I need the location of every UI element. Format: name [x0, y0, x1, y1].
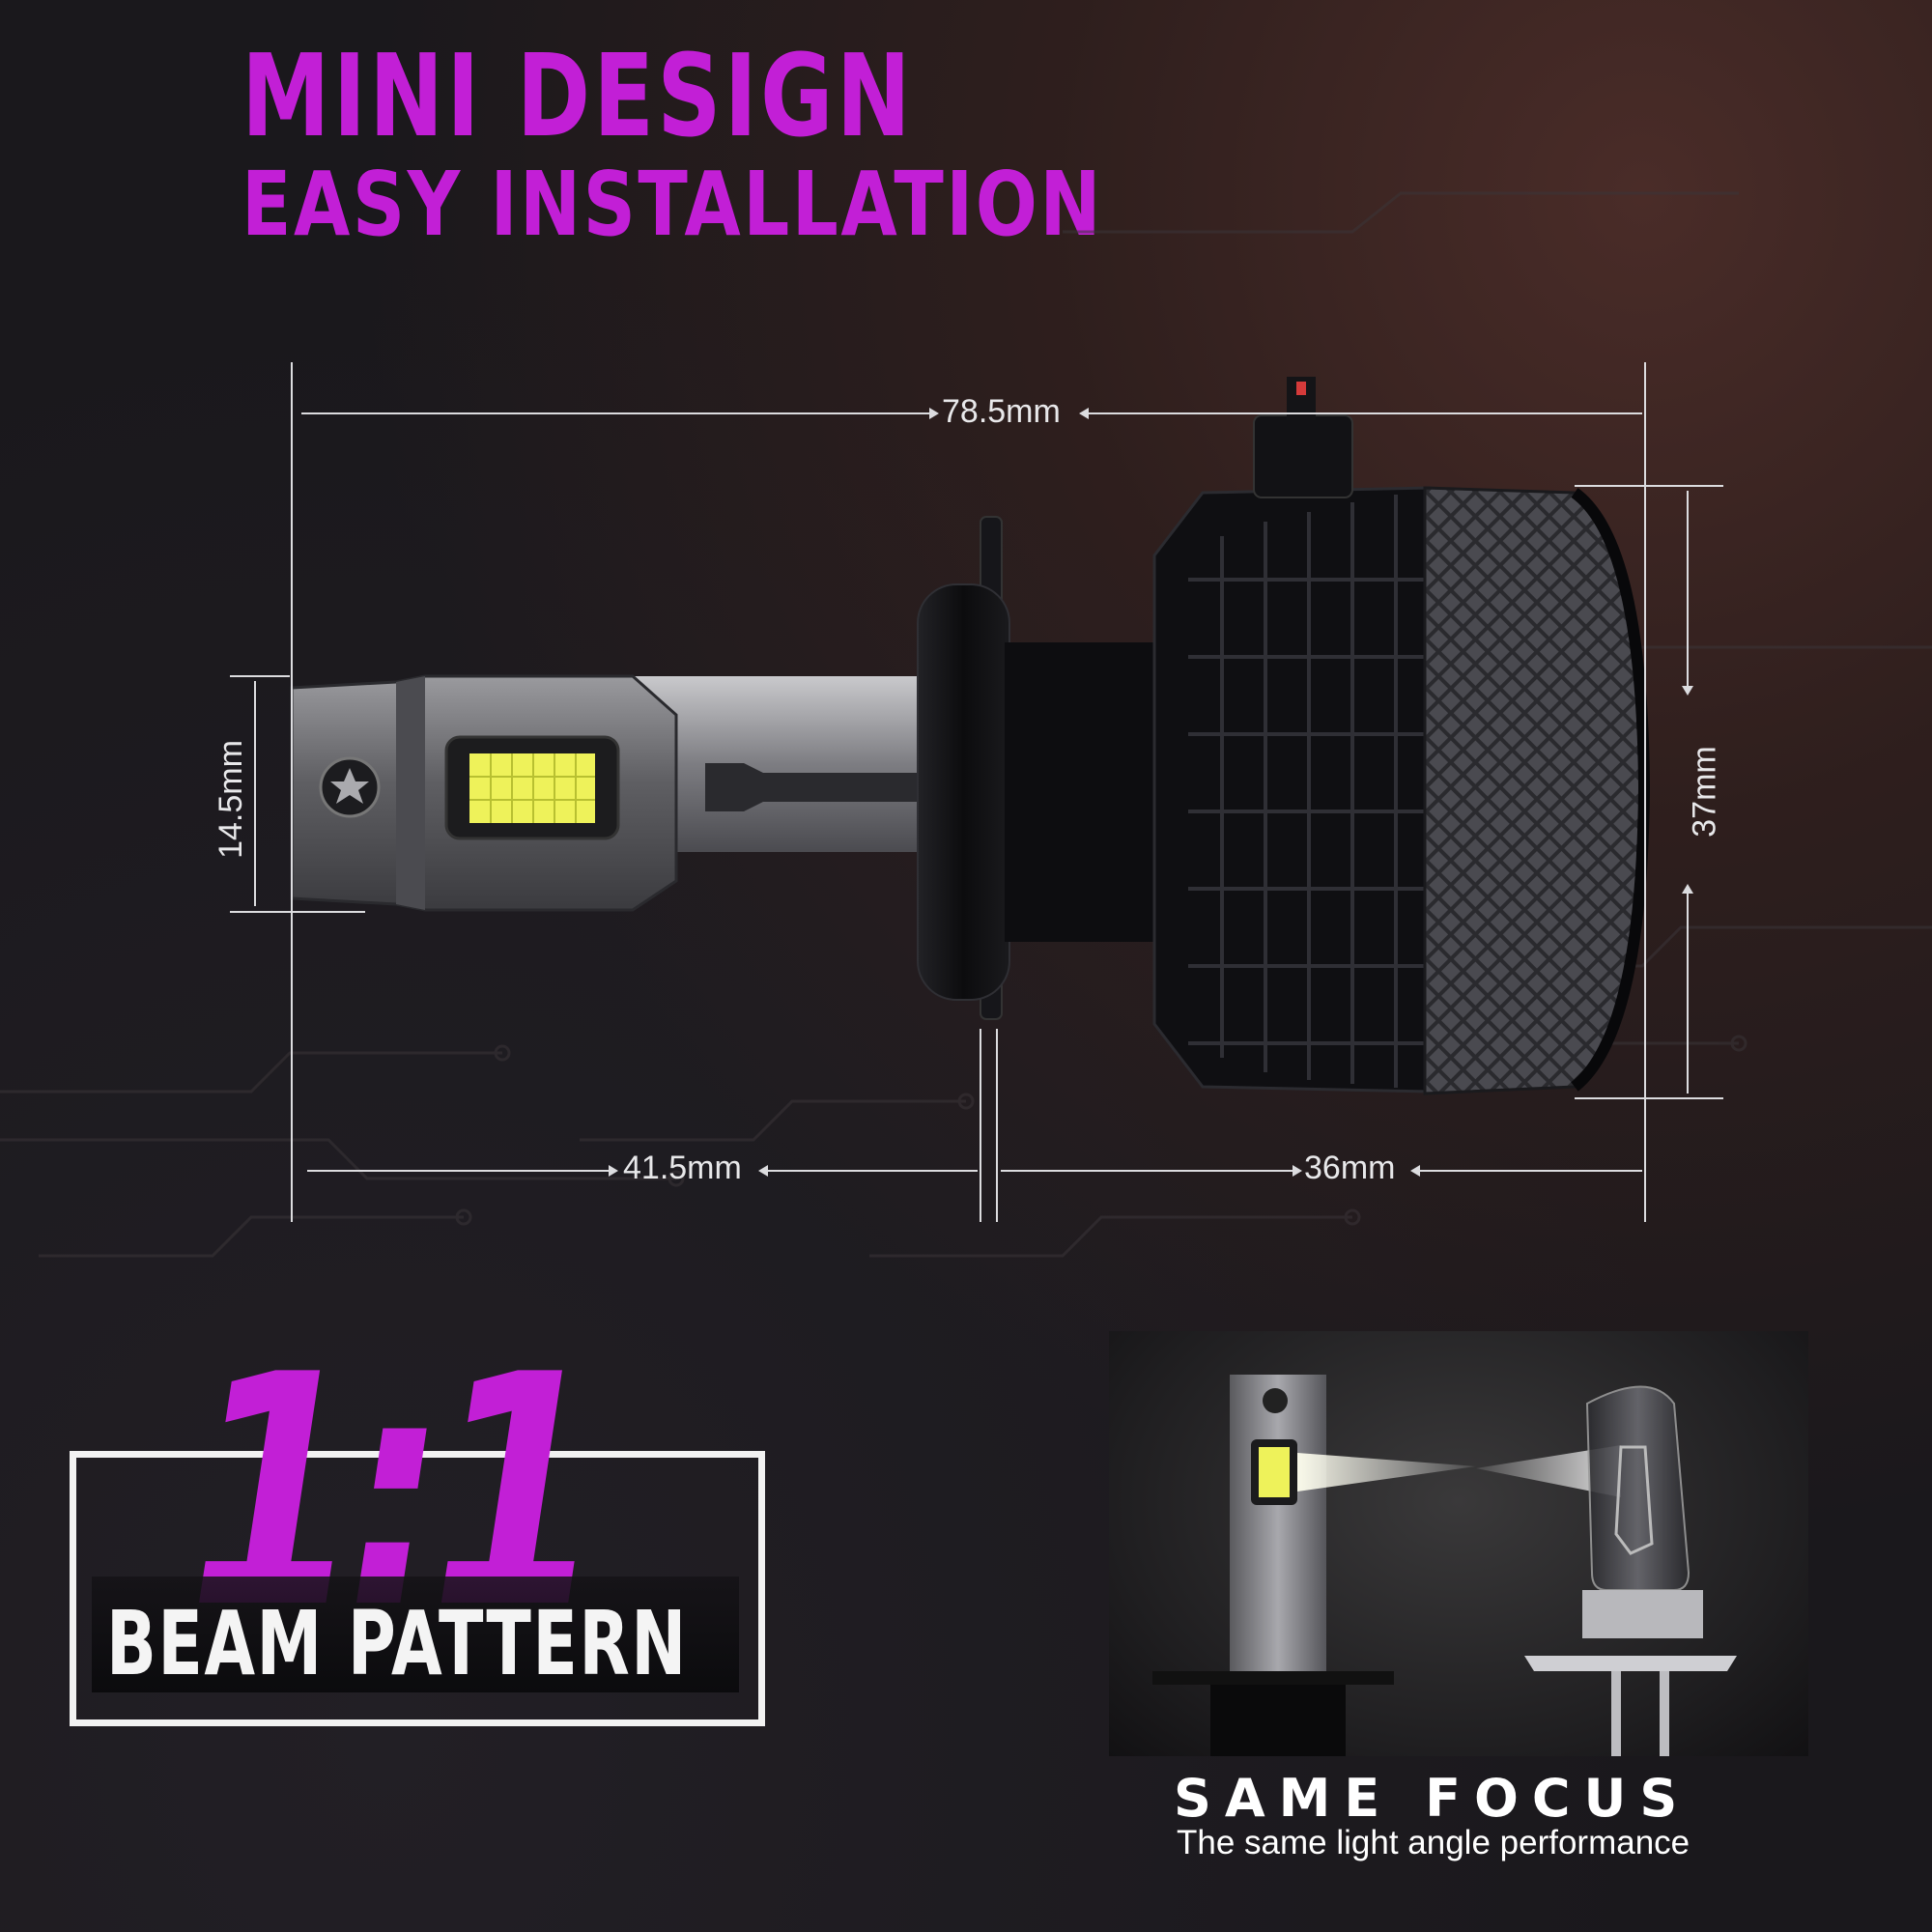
connector — [1253, 414, 1353, 498]
dim-overall-length: 78.5mm — [942, 393, 1061, 430]
ratio-badge-frame — [70, 1451, 765, 1726]
dim-cap-height: 37mm — [1686, 746, 1723, 838]
halogen-bulb-glass — [1585, 1385, 1690, 1591]
headline: MINI DESIGN EASY INSTALLATION — [242, 39, 1293, 249]
collar — [917, 583, 1010, 1001]
dim-rear-length: 36mm — [1304, 1150, 1396, 1186]
ratio-label-band — [92, 1577, 739, 1692]
dim-chip-height: 14.5mm — [212, 740, 249, 859]
comparison-image — [1109, 1331, 1808, 1756]
dim-front-length: 41.5mm — [623, 1150, 742, 1186]
light-beam-led — [1297, 1453, 1476, 1492]
comparison-title: SAME FOCUS — [1174, 1768, 1691, 1829]
ratio-label: BEAM PATTERN — [106, 1592, 688, 1695]
headline-line2: EASY INSTALLATION — [242, 153, 1103, 256]
led-bulb-chip — [1259, 1447, 1290, 1497]
dimension-lines — [230, 362, 1723, 1222]
comparison-illustration — [1152, 1375, 1737, 1756]
comparison-subtitle: The same light angle performance — [1177, 1824, 1690, 1861]
headline-line1: MINI DESIGN — [242, 29, 914, 162]
led-bulb-body — [1230, 1375, 1326, 1674]
light-beam-halogen — [1476, 1445, 1621, 1497]
knurled-cap — [1423, 486, 1646, 1095]
